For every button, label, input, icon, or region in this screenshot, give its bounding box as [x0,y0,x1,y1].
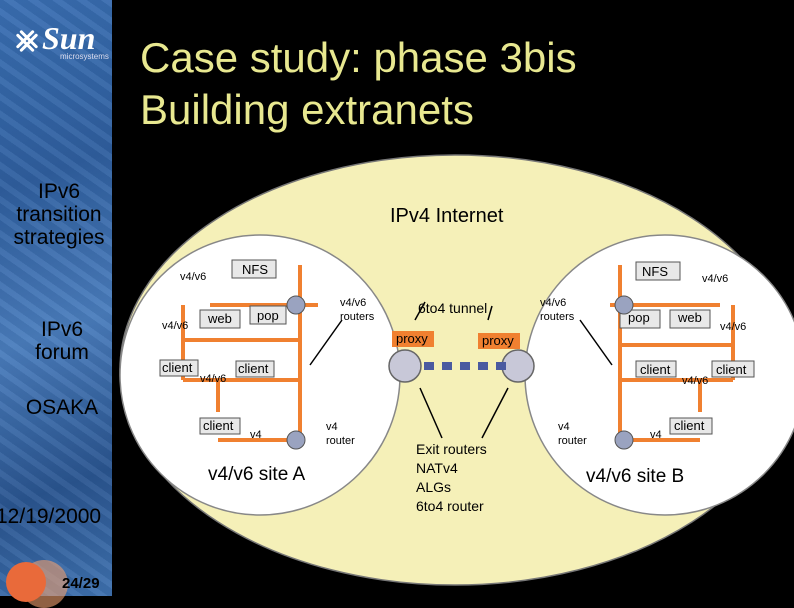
host-label: pop [628,310,650,325]
page-number: 24/29 [62,575,100,592]
router-label: v4 [326,421,338,433]
exit-routers-label: 6to4 router [416,498,484,514]
host-label: client [674,418,705,433]
exit-routers-label: NATv4 [416,460,458,476]
site-a-label: v4/v6 site A [208,464,305,485]
host-label: web [677,310,702,325]
tunnel-label: 6to4 tunnel [418,300,487,316]
site-b-label: v4/v6 site B [586,466,684,487]
sun-logo-icon [12,26,42,56]
exit-router-icon [502,350,534,382]
router-label: v4/v6 [340,297,366,309]
sidebar-line: strategies [0,226,118,249]
protocol-label: v4 [650,429,662,441]
protocol-label: v4/v6 [200,373,226,385]
exit-routers-label: ALGs [416,479,451,495]
sidebar-item-forum[interactable]: IPv6 forum [0,318,124,364]
sidebar-item-transition[interactable]: IPv6 transition strategies [0,180,118,249]
host-label: pop [257,308,279,323]
sidebar-line: forum [0,341,124,364]
exit-router-icon [389,350,421,382]
host-label: client [716,362,747,377]
sun-logo: Sun microsystems [12,24,112,64]
host-label: client [162,360,193,375]
router-icon [615,431,633,449]
protocol-label: v4/v6 [682,375,708,387]
router-label: router [558,435,587,447]
sidebar-date: 12/19/2000 [0,505,120,528]
router-label: routers [340,311,375,323]
protocol-label: v4/v6 [702,273,728,285]
exit-routers-label: Exit routers [416,441,487,457]
protocol-label: v4/v6 [162,320,188,332]
proxy-label: proxy [396,331,428,346]
protocol-label: v4/v6 [720,321,746,333]
host-label: web [207,311,232,326]
sidebar-line: transition [0,203,118,226]
proxy-label: proxy [482,333,514,348]
host-label: NFS [242,262,268,277]
host-label: client [640,362,671,377]
protocol-label: v4 [250,429,262,441]
sidebar-line: IPv6 [0,318,124,341]
router-icon [287,296,305,314]
host-label: NFS [642,264,668,279]
internet-label: IPv4 Internet [390,205,504,227]
host-label: client [203,418,234,433]
protocol-label: v4/v6 [180,271,206,283]
router-label: v4 [558,421,570,433]
router-label: router [326,435,355,447]
router-label: routers [540,311,575,323]
sidebar-line: IPv6 [0,180,118,203]
sidebar-item-osaka[interactable]: OSAKA [0,396,124,419]
decorative-circle [6,562,46,602]
router-icon [287,431,305,449]
logo-subtext: microsystems [60,52,109,61]
router-label: v4/v6 [540,297,566,309]
host-label: client [238,361,269,376]
